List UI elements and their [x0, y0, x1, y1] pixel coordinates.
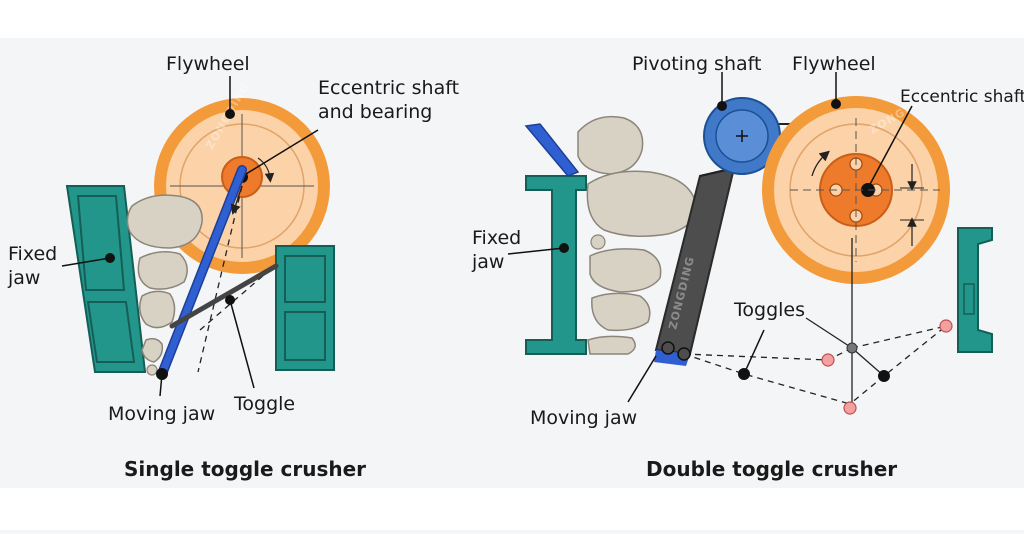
- single-rock-fragment: [146, 364, 158, 376]
- double-rock: [586, 170, 697, 237]
- single-eccentric-label-line2: and bearing: [318, 101, 432, 123]
- single-flywheel-marker: [225, 109, 235, 119]
- double-feed-chute: [524, 123, 580, 177]
- single-flywheel-label: Flywheel: [166, 53, 250, 75]
- single-fixed-jaw-label-line1: Fixed: [8, 243, 57, 265]
- double-rock: [577, 115, 644, 175]
- double-rock-fragment: [590, 234, 606, 250]
- single-moving-jaw-label: Moving jaw: [108, 403, 215, 425]
- single-fixed-jaw-marker: [105, 253, 115, 263]
- single-frame-panel-bottom: [284, 311, 326, 361]
- single-toggle-leader: [229, 299, 255, 389]
- single-motion-arrow: [230, 185, 243, 215]
- single-fixed-jaw-panel-bottom: [86, 301, 136, 363]
- double-fixed-jaw-label-line2: jaw: [471, 251, 504, 273]
- double-pivoting-shaft-label: Pivoting shaft: [632, 53, 761, 75]
- double-rock: [587, 335, 636, 355]
- single-moving-jaw-leader: [159, 373, 163, 397]
- double-right-frame: [957, 227, 993, 353]
- double-rock: [591, 292, 651, 332]
- single-toggle-crusher: ZONGDING Flywheel: [7, 53, 459, 481]
- double-fixed-jaw-leader: [507, 247, 565, 255]
- double-toggle-point: [821, 353, 835, 367]
- single-rock: [126, 194, 203, 249]
- double-eccentric-leader: [867, 105, 913, 189]
- double-right-frame-slot: [963, 283, 975, 315]
- single-moving-jaw: [158, 166, 246, 378]
- single-rock: [139, 290, 176, 329]
- double-jaw-pin: [677, 347, 691, 361]
- single-eccentric-label-line1: Eccentric shaft: [318, 77, 459, 99]
- double-eccentric-shaft-label: Eccentric shaft: [900, 87, 1024, 107]
- single-fixed-jaw-label-line2: jaw: [7, 267, 40, 289]
- double-toggle-center: [846, 342, 858, 354]
- double-toggles-leader-arm: [805, 317, 853, 349]
- double-toggle-crusher: ZONGDING ZONGDING: [471, 53, 1024, 481]
- double-toggle-point: [939, 319, 953, 333]
- double-toggle-link-lower: [683, 353, 851, 405]
- top-band: [0, 0, 1024, 38]
- single-toggle-label: Toggle: [233, 393, 295, 415]
- double-moving-jaw-label: Moving jaw: [530, 407, 637, 429]
- double-rotation-arrow: [811, 150, 830, 177]
- double-toggle-point: [843, 401, 857, 415]
- single-fixed-jaw-panel-top: [76, 195, 126, 291]
- double-fixed-jaw-label-line1: Fixed: [472, 227, 521, 249]
- double-flywheel-marker: [831, 99, 841, 109]
- single-toggle-plate: [169, 263, 279, 329]
- double-toggle-link-right: [849, 325, 947, 405]
- double-toggle-arm: [851, 347, 885, 377]
- double-pivot-marker: [717, 101, 727, 111]
- single-eccentric-leader: [245, 129, 319, 175]
- single-fixed-jaw-leader: [61, 257, 111, 267]
- double-moving-jaw-leader: [627, 355, 657, 403]
- single-frame-panel-top: [284, 255, 326, 303]
- single-rock: [141, 337, 164, 363]
- double-rock: [589, 248, 662, 293]
- single-rotation-arrow: [257, 157, 275, 183]
- double-flywheel-label: Flywheel: [792, 53, 876, 75]
- bottom-band: [0, 488, 1024, 530]
- double-fixed-jaw-marker: [559, 243, 569, 253]
- double-toggle-joint: [878, 370, 890, 382]
- single-caption: Single toggle crusher: [124, 457, 366, 481]
- double-caption: Double toggle crusher: [646, 457, 897, 481]
- single-rock: [137, 251, 188, 290]
- double-fixed-jaw-frame: [525, 175, 587, 355]
- single-motion-path: [197, 185, 243, 373]
- single-toggle-dashed: [199, 267, 273, 331]
- double-toggles-label: Toggles: [733, 299, 805, 321]
- double-toggles-leader: [743, 329, 765, 375]
- double-jaw-pin: [661, 341, 675, 355]
- single-fixed-jaw: [65, 185, 147, 373]
